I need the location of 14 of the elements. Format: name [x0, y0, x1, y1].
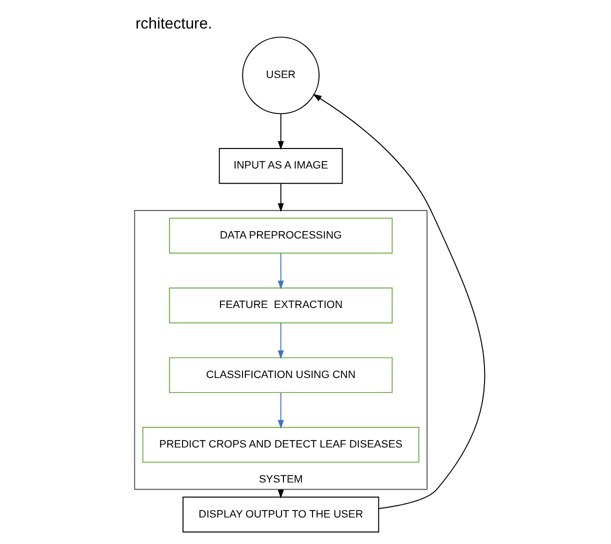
- arrow: [312, 94, 485, 510]
- node-box: INPUT AS A IMAGE: [218, 148, 342, 184]
- arrow: [277, 392, 284, 429]
- diagram-title: rchitecture.: [135, 15, 212, 32]
- node-box: FEATURE EXTRACTION: [168, 288, 392, 324]
- node-box: CLASSIFICATION USING CNN: [168, 357, 392, 394]
- arrow: [277, 113, 284, 150]
- node-box: DATA PREPROCESSING: [168, 218, 392, 254]
- arrow: [277, 183, 284, 212]
- arrow: [277, 252, 284, 290]
- arrow: [277, 322, 284, 360]
- node-box: DISPLAY OUTPUT TO THE USER: [182, 496, 379, 532]
- node-circle: USER: [242, 36, 320, 114]
- node-box: PREDICT CROPS AND DETECT LEAF DISEASES: [142, 426, 419, 463]
